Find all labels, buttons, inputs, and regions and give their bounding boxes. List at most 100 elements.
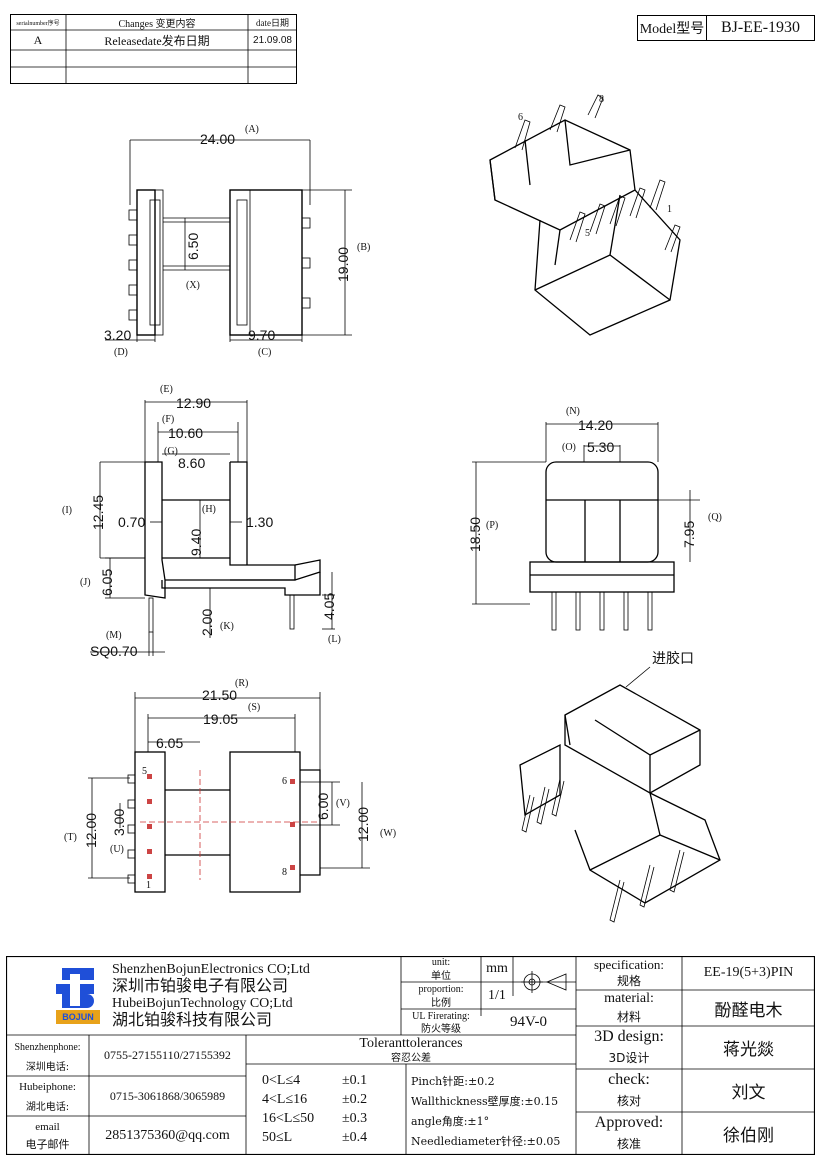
logo-text: BOJUN: [62, 1012, 94, 1022]
front-view-pins: [551, 591, 653, 631]
tol-value: ±0.3: [342, 1111, 368, 1126]
dim-G: 8.60: [178, 455, 205, 471]
unit-label-en: unit:: [431, 957, 451, 968]
dim-C-letter: (C): [258, 347, 271, 358]
approved-label-cn: 核准: [616, 1136, 641, 1151]
tol-value: ±0.4: [342, 1130, 368, 1145]
dim-B: 19.00: [335, 247, 351, 282]
check-value: 刘文: [731, 1083, 766, 1103]
rev-header-serial: serialnumber序号: [16, 20, 60, 27]
dim-Q-letter: (Q): [708, 512, 722, 523]
front-view-outline: [529, 461, 675, 593]
top-view-pins-left: [128, 209, 138, 321]
material-value: 酚醛电木: [714, 1000, 783, 1021]
sz-phone: 0755-27155110/27155392: [104, 1048, 231, 1062]
top-view: 24.00 (A) 19.00 (B) 9.70 (C) 3.20 (D) 6.…: [104, 124, 370, 358]
bottom-pin-6: 6: [282, 776, 287, 787]
front-view: 14.20 (N) 5.30 (O) 18.50 (P) 7.95 (Q): [467, 406, 722, 631]
dim-605: 6.05: [156, 735, 183, 751]
dim-D: 3.20: [104, 327, 131, 343]
dim-w1: 0.70: [118, 514, 145, 530]
dim-X-letter: (X): [186, 280, 200, 291]
dim-F: 10.60: [168, 425, 203, 441]
rev-header-changes: Changes 变更内容: [118, 18, 196, 30]
gate-label: 进胶口: [652, 650, 694, 667]
tol-note: Needlediameter针径:±0.05: [411, 1135, 561, 1148]
dim-I-letter: (I): [62, 505, 72, 516]
dim-H-letter: (H): [202, 504, 216, 515]
iso2-pins: [521, 778, 685, 923]
dim-N: 14.20: [578, 417, 613, 433]
rev-row-date: 21.09.08: [253, 34, 292, 46]
dim-W-letter: (W): [380, 828, 396, 839]
company-en-2: HubeiBojunTechnology CO;Ltd: [112, 996, 293, 1011]
bottom-pin-8: 8: [282, 867, 287, 878]
iso2-bobbin-outline: [519, 684, 721, 904]
dim-J-letter: (J): [80, 577, 91, 588]
dim-L-letter: (L): [328, 634, 341, 645]
iso-pin-8: 8: [599, 94, 604, 105]
tol-note: Wallthickness壁厚度:±0.15: [411, 1095, 559, 1108]
spec-label-cn: 规格: [616, 974, 641, 988]
dim-M: SQ0.70: [90, 643, 138, 659]
sz-phone-label-cn: 深圳电话:: [25, 1061, 70, 1073]
bottom-pin-1: 1: [146, 880, 151, 891]
dim-J: 6.05: [99, 569, 115, 596]
projection-symbol: [521, 971, 567, 993]
tol-values: ±0.1 ±0.2 ±0.3 ±0.4: [342, 1071, 367, 1147]
tol-title-cn: 容忍公差: [391, 1053, 431, 1064]
proportion-label-en: proportion:: [418, 984, 464, 995]
right-flange: [229, 189, 303, 336]
rev-row-change: Releasedate发布日期: [104, 33, 210, 48]
model-box: Model型号 BJ-EE-1930: [637, 15, 815, 41]
side-view: 12.90 (E) 10.60 (F) 8.60 (G) 12.45 (I) 9…: [62, 384, 341, 659]
material-label-en: material:: [604, 991, 654, 1006]
material-label-cn: 材料: [616, 1009, 641, 1024]
dim-E: 12.90: [176, 395, 211, 411]
email-label-cn: 电子邮件: [25, 1138, 70, 1151]
dim-D-letter: (D): [114, 347, 128, 358]
unit-label-cn: 单位: [431, 971, 451, 982]
tol-note: angle角度:±1°: [411, 1115, 490, 1128]
dim-T: 12.00: [83, 813, 99, 848]
dim-E-letter: (E): [160, 384, 173, 395]
company-en-1: ShenzhenBojunElectronics CO;Ltd: [112, 962, 310, 977]
dim-P: 18.50: [467, 517, 483, 552]
ul-label-en: UL Firerating:: [412, 1010, 470, 1022]
iso-pin-6: 6: [518, 112, 523, 123]
tol-note: Pinch针距:±0.2: [411, 1075, 495, 1088]
spec-value: EE-19(5+3)PIN: [703, 965, 794, 980]
iso-view-bottom: 进胶口: [519, 650, 721, 923]
iso-pin-1: 1: [667, 204, 672, 215]
dim-G-letter: (G): [164, 446, 178, 457]
tol-title-en: Toleranttolerances: [359, 1035, 463, 1051]
dim-R-letter: (R): [235, 678, 248, 689]
dim-S-letter: (S): [248, 702, 260, 713]
dim-O-letter: (O): [562, 442, 576, 453]
side-view-pins: [148, 594, 295, 633]
rev-header-date: date日期: [256, 17, 289, 28]
model-value: BJ-EE-1930: [720, 19, 801, 36]
left-flange: [136, 189, 156, 336]
check-label-en: check:: [608, 1071, 650, 1088]
spec-label-en: specification:: [593, 956, 665, 972]
approved-value: 徐伯刚: [723, 1126, 774, 1146]
dim-O: 5.30: [587, 439, 614, 455]
design-label-en: 3D design:: [594, 1028, 664, 1045]
revision-table: serialnumber序号 Changes 变更内容 date日期 A Rel…: [10, 14, 297, 84]
email: 2851375360@qq.com: [105, 1127, 230, 1143]
dim-N-letter: (N): [566, 406, 580, 417]
dim-U: 3.00: [111, 809, 127, 836]
bottom-view-pins: [127, 774, 136, 884]
dim-X: 6.50: [185, 233, 201, 260]
dim-R: 21.50: [202, 687, 237, 703]
dim-S: 19.05: [203, 711, 238, 727]
tol-value: ±0.1: [342, 1073, 368, 1088]
dim-M-letter: (M): [106, 630, 122, 641]
hb-phone-label-cn: 湖北电话:: [25, 1101, 70, 1113]
unit-value: mm: [486, 961, 508, 976]
dim-L: 4.05: [321, 593, 337, 620]
dim-I: 12.45: [90, 495, 106, 530]
dim-P-letter: (P): [486, 520, 498, 531]
tol-value: ±0.2: [342, 1092, 368, 1107]
